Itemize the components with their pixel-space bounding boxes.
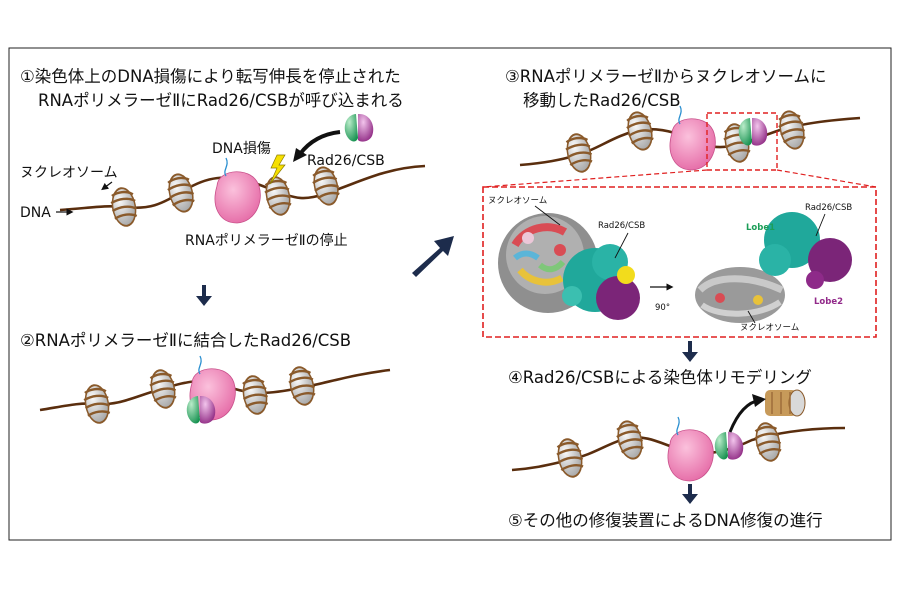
nucleosome-2 (145, 365, 181, 413)
step2-illustration (39, 355, 391, 427)
nucleosome-4 (284, 362, 320, 410)
arrow-step3-to-step4 (682, 341, 698, 362)
structure-label-csb-front: Rad26/CSB (598, 221, 645, 231)
step1-illustration (56, 113, 426, 230)
nucleosome-1 (107, 184, 141, 230)
nucleosome-1 (80, 381, 114, 427)
nucleosome-1 (552, 434, 588, 482)
figure-frame (8, 47, 892, 541)
rna-polymerase-2 (214, 171, 261, 224)
nucleosome-2 (612, 416, 648, 464)
nucleosome-3 (238, 372, 272, 418)
nucleosome-4 (308, 162, 344, 210)
rad26-csb-molecule (344, 113, 374, 142)
zoom-line-left (482, 169, 708, 188)
nucleosome-3 (260, 172, 296, 220)
step3-title-line2: 移動したRad26/CSB (523, 91, 681, 110)
step3-illustration (519, 105, 861, 177)
arrow-step4-to-step5 (682, 484, 698, 504)
nucleosome-4 (774, 106, 810, 154)
structure-label-csb-side: Rad26/CSB (805, 203, 852, 213)
cryo-em-structure-side (695, 212, 852, 323)
structure-label-nucleosome-front: ヌクレオソーム (488, 196, 547, 206)
cryo-em-structure-front (498, 213, 640, 320)
step2-title: ②RNAポリメラーゼⅡに結合したRad26/CSB (20, 331, 351, 350)
nucleosome-2 (163, 169, 199, 217)
arrow-step2-to-step3 (412, 236, 454, 277)
nucleosome-1 (561, 129, 597, 177)
structure-panel (482, 186, 877, 338)
pointer-csb-front (614, 232, 629, 259)
label-rad26-csb: Rad26/CSB (307, 153, 385, 169)
label-dna-damage: DNA損傷 (212, 141, 271, 157)
nucleosome-pointer (101, 181, 113, 191)
arrow-step1-to-step2 (196, 285, 212, 306)
nucleosome-2 (622, 107, 658, 155)
pointer-csb-side (815, 213, 826, 237)
lobe2-density (808, 238, 852, 282)
recruit-arrow-head (293, 148, 307, 162)
structure-label-nucleosome-side: ヌクレオソーム (740, 323, 799, 333)
step1-title-line1: ①染色体上のDNA損傷により転写伸長を停止された (20, 67, 401, 86)
nucleosome-3 (750, 418, 786, 466)
eviction-arrow-head (752, 394, 766, 407)
step4-illustration (511, 389, 846, 482)
rna-polymerase-2 (669, 118, 716, 171)
label-dna: DNA (20, 205, 51, 221)
rotation-label: 90° (655, 303, 670, 313)
recruit-arrow-line (298, 130, 341, 156)
step5-title: ⑤その他の修復装置によるDNA修復の進行 (508, 511, 823, 530)
structure-label-lobe1: Lobe1 (746, 223, 775, 233)
pointer-nucleosome-front (534, 205, 561, 226)
structure-label-lobe2: Lobe2 (814, 297, 843, 307)
rna-polymerase-2 (667, 429, 714, 482)
pointer-nucleosome-side (747, 310, 756, 324)
label-pol2-stall: RNAポリメラーゼⅡの停止 (185, 232, 348, 249)
step3-title-line1: ③RNAポリメラーゼⅡからヌクレオソームに (505, 67, 827, 86)
zoom-line-right (776, 169, 877, 188)
rad26-csb-molecule (738, 117, 768, 146)
label-nucleosome: ヌクレオソーム (20, 165, 118, 181)
step4-title: ④Rad26/CSBによる染色体リモデリング (508, 367, 812, 387)
step1-title-line2: RNAポリメラーゼⅡにRad26/CSBが呼び込まれる (38, 91, 404, 110)
zoom-source-box (706, 112, 778, 171)
lightning-bolt-icon (269, 154, 286, 185)
rad26-csb-molecule (714, 431, 744, 460)
evicted-histone-core (765, 389, 806, 417)
